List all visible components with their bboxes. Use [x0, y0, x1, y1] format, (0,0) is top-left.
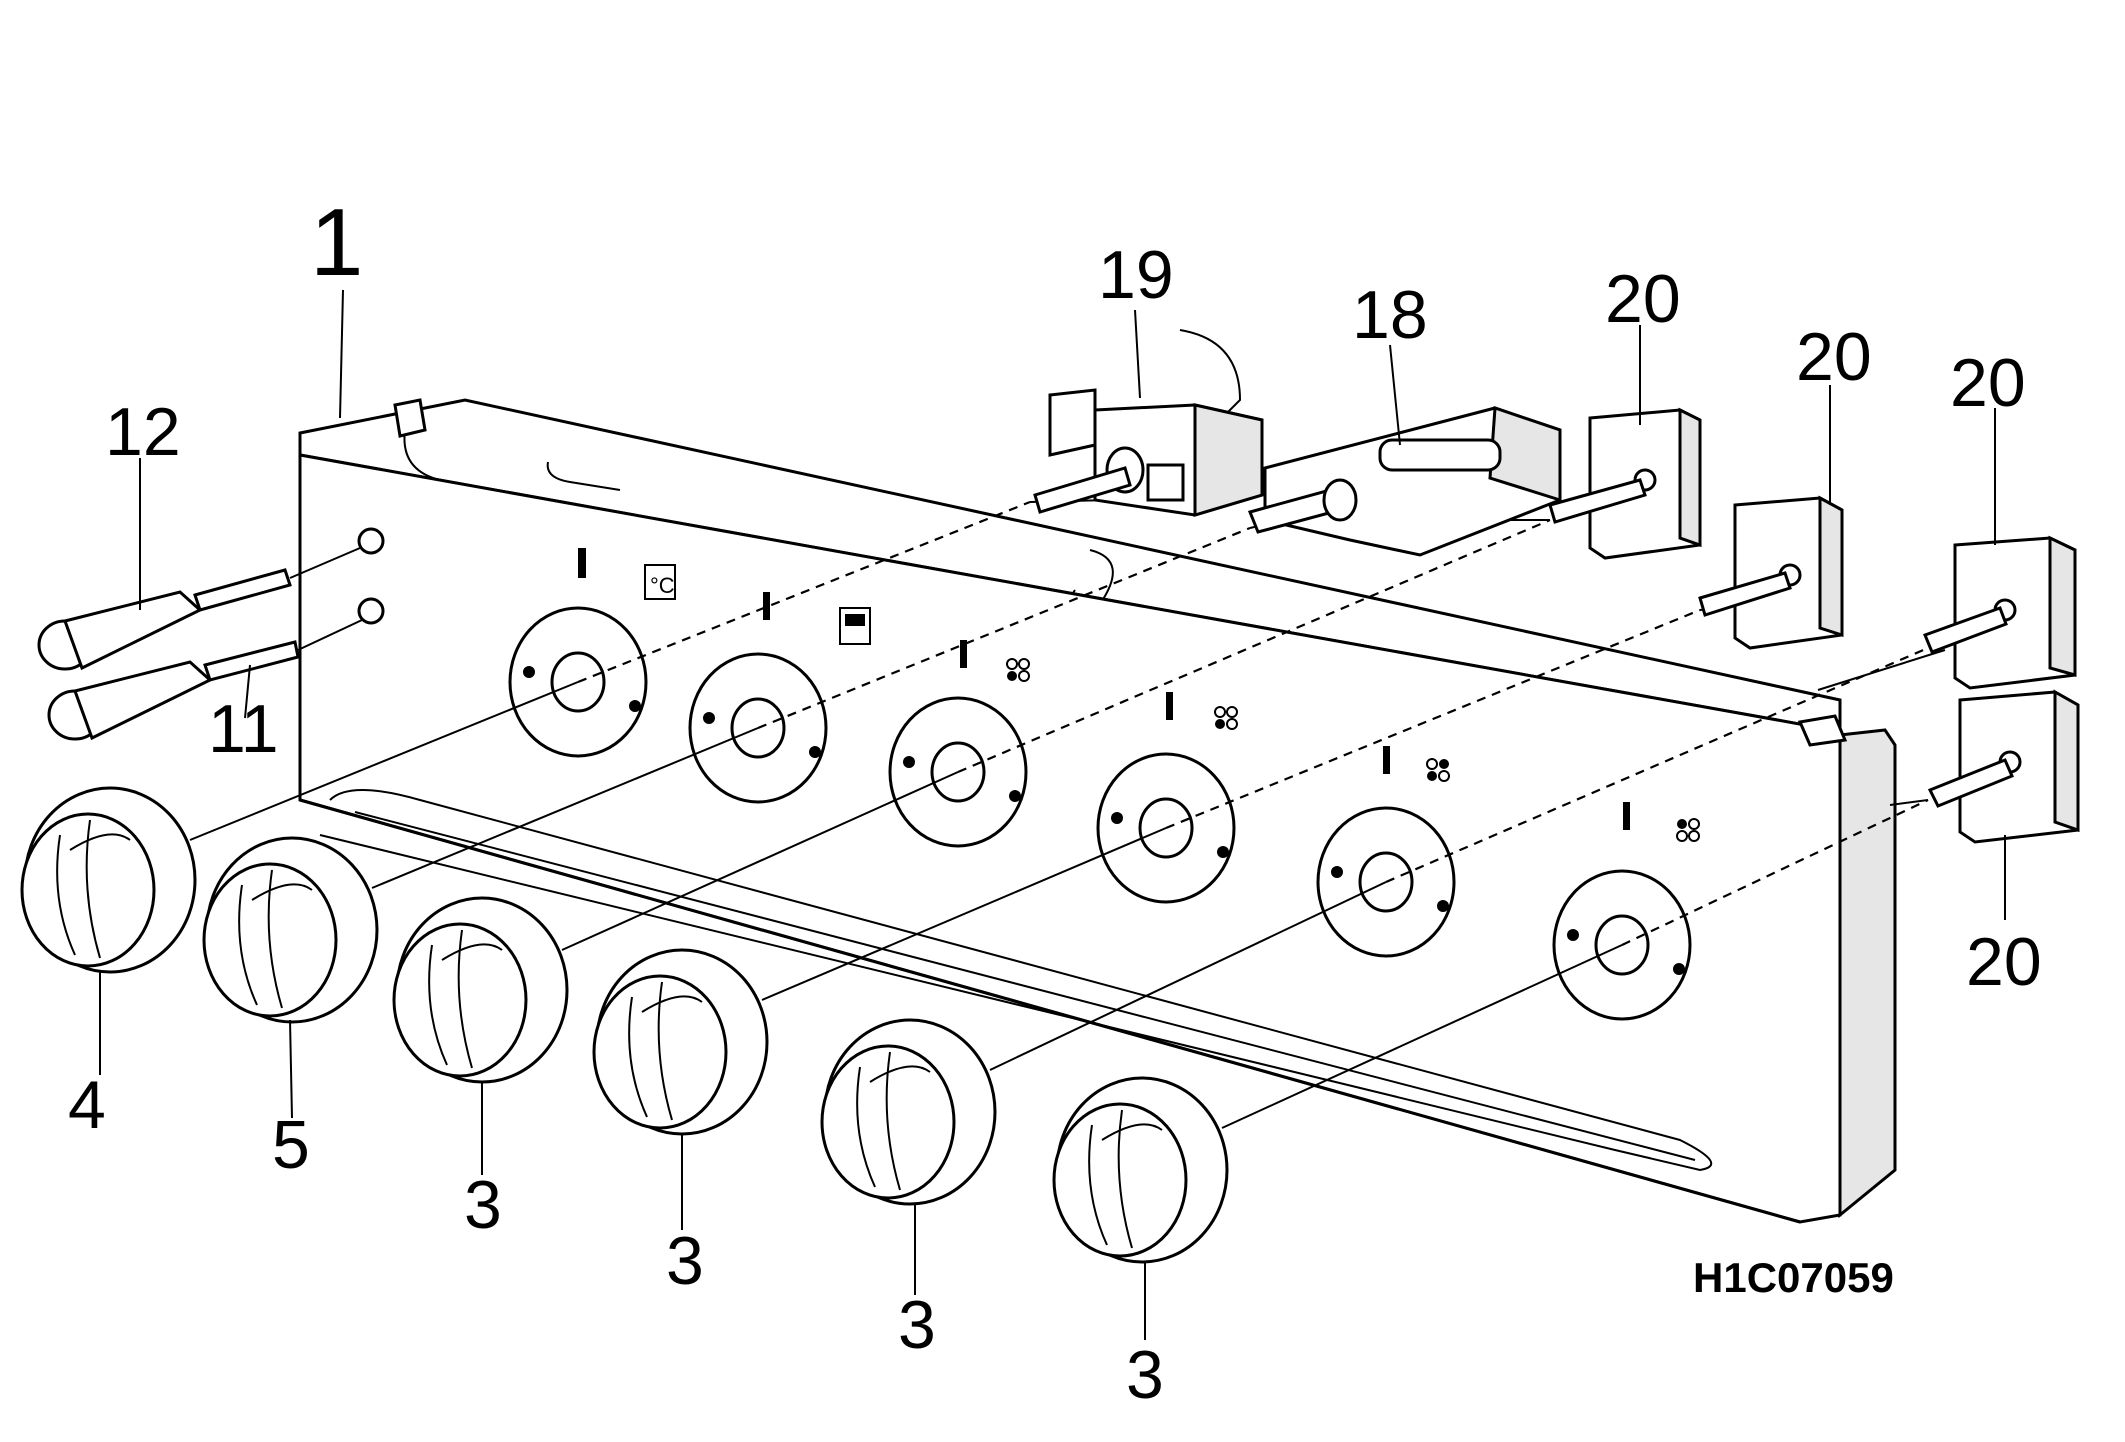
switch-b: [1698, 495, 1844, 650]
knob-1: [20, 786, 197, 974]
callout-lamp-lower: 11: [208, 691, 279, 767]
hob-zone-symbol-2: [1214, 706, 1238, 730]
callout-switch-c: 20: [1950, 345, 2026, 421]
switch-d: [1927, 689, 2080, 844]
callout-switch-b: 20: [1796, 319, 1872, 395]
indicator-lamps: [37, 547, 363, 741]
temperature-symbol: °C: [650, 573, 675, 598]
hob-zone-symbol-1: [1006, 658, 1030, 682]
callout-knob-e: 3: [898, 1287, 936, 1363]
knob-5: [820, 1018, 997, 1206]
callout-labels: 1 19 18 20 20 20 20 12 11 4 5 3 3 3 3: [68, 189, 2042, 1413]
hob-zone-symbol-4: [1676, 818, 1700, 842]
oven-light-symbol: [839, 607, 871, 645]
callout-panel: 1: [310, 189, 363, 296]
callout-knob-b: 5: [272, 1107, 310, 1183]
switch-a: [1548, 407, 1702, 560]
callout-knob-c: 3: [464, 1167, 502, 1243]
callout-knob-a: 4: [68, 1067, 106, 1143]
timer-component: [1033, 329, 1264, 518]
figure-code: H1C07059: [1693, 1254, 1894, 1301]
knob-6: [1052, 1076, 1229, 1264]
knob-3: [392, 896, 569, 1084]
callout-knob-f: 3: [1126, 1337, 1164, 1413]
panel-symbols: °C: [644, 564, 1700, 842]
lamp-upper: [37, 547, 361, 671]
callout-timer: 19: [1098, 237, 1174, 313]
callout-switch-a: 20: [1605, 261, 1681, 337]
control-knobs: [20, 786, 1229, 1264]
callout-switch-d: 20: [1966, 924, 2042, 1000]
callout-leaders: [99, 289, 2006, 1340]
thermostat-component: [1247, 405, 1562, 557]
callout-knob-d: 3: [666, 1223, 704, 1299]
knob-2: [202, 836, 379, 1024]
callout-lamp-upper: 12: [105, 394, 181, 470]
knob-4: [592, 948, 769, 1136]
hob-zone-symbol-3: [1426, 758, 1450, 782]
control-panel: [298, 398, 1897, 1224]
switch-c: [1923, 535, 2077, 690]
lamp-lower: [47, 619, 363, 741]
callout-thermostat: 18: [1352, 277, 1428, 353]
